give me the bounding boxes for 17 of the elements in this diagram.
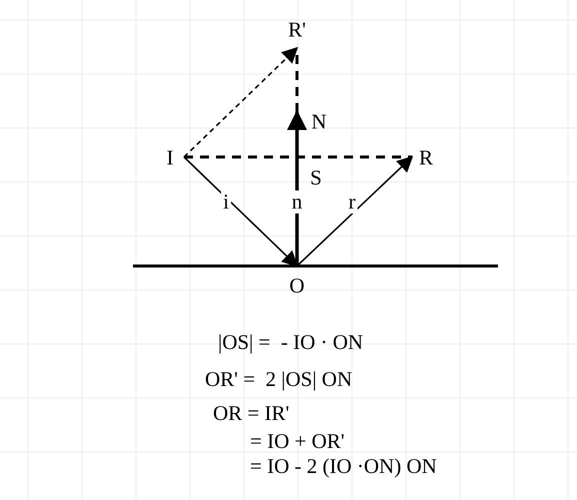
point-label: R' bbox=[288, 20, 306, 40]
arrow bbox=[183, 46, 298, 158]
arrow bbox=[183, 156, 298, 268]
formula: OR' = 2 |OS| ON bbox=[205, 369, 352, 390]
edge-label: n bbox=[290, 190, 304, 214]
arrow bbox=[287, 110, 307, 266]
arrow bbox=[296, 156, 414, 267]
formula: |OS| = - IO · ON bbox=[218, 332, 364, 353]
formula: OR = IR' bbox=[213, 403, 290, 424]
point-label: S bbox=[310, 168, 322, 188]
point-label: R bbox=[419, 148, 433, 168]
point-label: O bbox=[289, 276, 305, 296]
point-label: N bbox=[311, 112, 327, 132]
point-label: I bbox=[166, 148, 174, 168]
formula: = IO + OR' bbox=[250, 431, 345, 452]
edge-label: r bbox=[346, 190, 358, 214]
formula: = IO - 2 (IO ·ON) ON bbox=[250, 456, 437, 477]
